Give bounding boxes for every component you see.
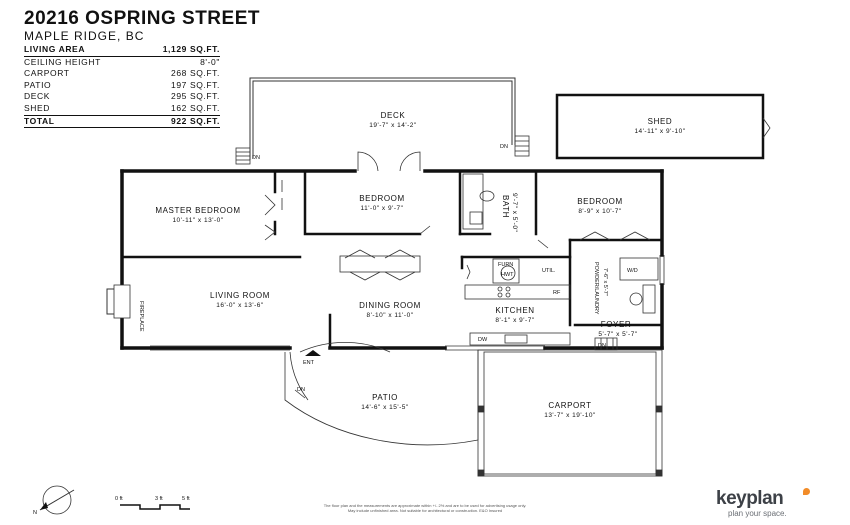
util-label: UTIL. bbox=[542, 268, 556, 274]
powder-laundry-dims: 7'-6" x 5'-7" bbox=[602, 268, 608, 296]
dining-room-dims: 8'-10" x 11'-0" bbox=[367, 312, 414, 319]
closet-doors bbox=[264, 180, 651, 281]
living-room-label: LIVING ROOM bbox=[210, 291, 270, 300]
furnace-label: FURN bbox=[498, 262, 513, 268]
bath-label: BATH bbox=[501, 195, 510, 218]
bath-fixtures bbox=[462, 173, 495, 230]
shed-dims: 14'-11" x 9'-10" bbox=[634, 128, 685, 135]
area-row-deck: DECK 295 SQ.FT. bbox=[24, 91, 220, 103]
area-label: TOTAL bbox=[24, 115, 55, 126]
deck-stairs-dn-left: DN bbox=[252, 155, 260, 161]
carport-dims: 13'-7" x 19'-10" bbox=[544, 412, 596, 419]
area-label: DECK bbox=[24, 91, 51, 102]
keyplan-logo-mark-icon bbox=[803, 488, 810, 495]
deck-label: DECK bbox=[381, 111, 406, 120]
keyplan-tagline: plan your space. bbox=[728, 509, 787, 518]
bedroom1-dims: 11'-0" x 9'-7" bbox=[361, 205, 404, 212]
scale-label-3: 3 ft bbox=[155, 496, 163, 502]
bedroom1-label: BEDROOM bbox=[359, 194, 405, 203]
bedroom2-dims: 8'-9" x 10'-7" bbox=[578, 208, 622, 215]
patio-stairs-dn: DN bbox=[297, 387, 305, 393]
dishwasher-label: DW bbox=[478, 337, 488, 343]
dining-room-label: DINING ROOM bbox=[359, 301, 421, 310]
master-bedroom-label: MASTER BEDROOM bbox=[155, 206, 240, 215]
area-row-patio: PATIO 197 SQ.FT. bbox=[24, 80, 220, 92]
foyer-dims: 5'-7" x 5'-7" bbox=[598, 331, 637, 338]
entry-arrow-icon bbox=[305, 350, 321, 356]
area-summary-table: LIVING AREA 1,129 SQ.FT. CEILING HEIGHT … bbox=[24, 44, 220, 129]
area-row-carport: CARPORT 268 SQ.FT. bbox=[24, 68, 220, 80]
disclaimer-line-2: May include unfinished area. Not suitabl… bbox=[347, 508, 503, 513]
fridge-label: RF bbox=[553, 290, 561, 296]
area-label: CEILING HEIGHT bbox=[24, 56, 101, 67]
patio-label: PATIO bbox=[372, 393, 398, 402]
fireplace bbox=[106, 284, 131, 319]
kitchen-fixtures bbox=[464, 257, 659, 346]
carport-label: CARPORT bbox=[548, 401, 591, 410]
foyer-stairs-dn: DN bbox=[598, 343, 606, 349]
area-row-living: LIVING AREA 1,129 SQ.FT. bbox=[24, 44, 220, 57]
kitchen-dims: 8'-1" x 9'-7" bbox=[495, 317, 534, 324]
patio-dims: 14'-6" x 15'-5" bbox=[361, 404, 409, 411]
area-row-total: TOTAL 922 SQ.FT. bbox=[24, 116, 220, 129]
area-value: 162 SQ.FT. bbox=[171, 102, 220, 113]
north-arrow-icon bbox=[39, 485, 75, 515]
living-room-dims: 16'-0" x 13'-6" bbox=[216, 302, 264, 309]
area-value: 197 SQ.FT. bbox=[171, 79, 220, 90]
deck-dims: 19'-7" x 14'-2" bbox=[369, 122, 417, 129]
area-value: 295 SQ.FT. bbox=[171, 91, 220, 102]
master-bedroom-dims: 10'-11" x 13'-0" bbox=[172, 217, 223, 224]
bedroom2-label: BEDROOM bbox=[577, 197, 623, 206]
scale-label-0: 0 ft bbox=[115, 496, 123, 502]
shed-label: SHED bbox=[648, 117, 673, 126]
area-value: 1,129 SQ.FT. bbox=[162, 44, 220, 54]
kitchen-island-icon bbox=[466, 264, 471, 280]
scale-label-5: 5 ft bbox=[182, 496, 190, 502]
kitchen-label: KITCHEN bbox=[495, 306, 534, 315]
foyer-label: FOYER bbox=[601, 320, 632, 329]
interior-walls bbox=[120, 169, 664, 350]
entry-label: ENT bbox=[303, 360, 315, 366]
property-city: MAPLE RIDGE, BC bbox=[24, 29, 145, 43]
disclaimer: The floor plan and the measurements are … bbox=[245, 503, 605, 513]
property-address: 20216 OSPRING STREET bbox=[24, 8, 260, 29]
area-value: 922 SQ.FT. bbox=[171, 115, 220, 126]
area-value: 268 SQ.FT. bbox=[171, 68, 220, 79]
hwt-label: HWT bbox=[501, 272, 514, 278]
area-row-ceiling: CEILING HEIGHT 8'-0" bbox=[24, 57, 220, 69]
area-label: SHED bbox=[24, 102, 51, 113]
area-label: LIVING AREA bbox=[24, 44, 86, 54]
deck-stairs-dn-right: DN bbox=[500, 144, 508, 150]
keyplan-logo: keyplan bbox=[716, 488, 784, 509]
deck bbox=[249, 77, 516, 160]
area-label: PATIO bbox=[24, 79, 52, 90]
north-label: N bbox=[33, 510, 37, 516]
fireplace-label: FIREPLACE bbox=[138, 301, 144, 332]
deck-stairs bbox=[235, 135, 530, 165]
deck-doors bbox=[357, 151, 421, 172]
area-row-shed: SHED 162 SQ.FT. bbox=[24, 103, 220, 116]
area-value: 8'-0" bbox=[200, 56, 220, 67]
scale-bar bbox=[120, 504, 190, 510]
washer-dryer-label: W/D bbox=[627, 268, 638, 274]
shed bbox=[555, 93, 771, 160]
bath-dims: 9'-7" x 5'-0" bbox=[511, 193, 518, 232]
area-label: CARPORT bbox=[24, 68, 70, 79]
carport bbox=[477, 349, 663, 477]
disclaimer-line-1: The floor plan and the measurements are … bbox=[323, 503, 527, 508]
powder-laundry-label: POWDER/LAUNDRY bbox=[593, 262, 599, 315]
